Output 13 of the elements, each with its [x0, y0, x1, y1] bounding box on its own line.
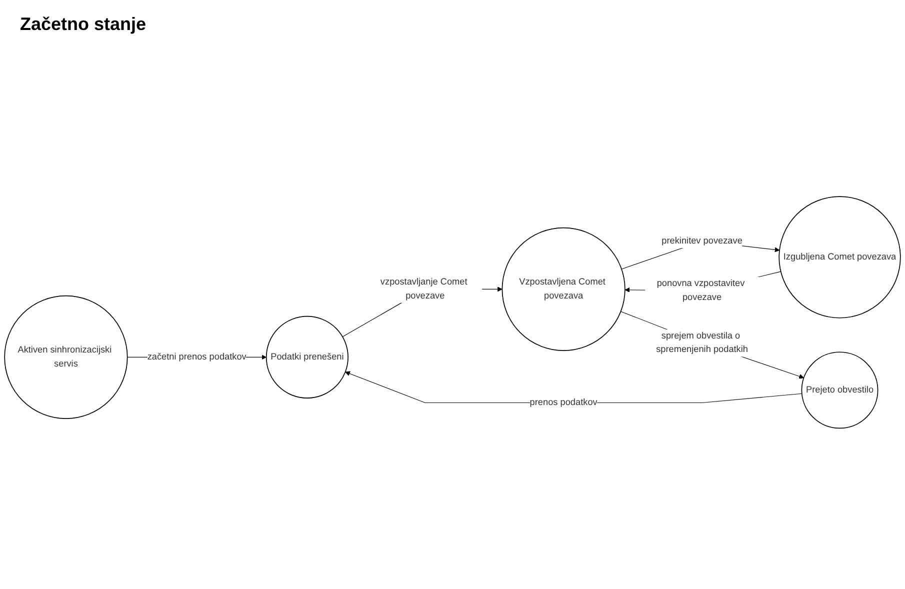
edge-label: vzpostavljanje Comet povezave: [380, 277, 468, 301]
edge-label: sprejem obvestila o spremenjenih podatkih: [656, 331, 748, 355]
node-circle: Izgubljena Comet povezava: [778, 196, 901, 318]
edge-label: začetni prenos podatkov: [147, 352, 246, 362]
edge-label: prekinitev povezave: [662, 236, 742, 246]
arrow: [620, 311, 804, 379]
edge-label: prenos podatkov: [530, 398, 598, 408]
node-circle: Prejeto obvestilo: [801, 352, 878, 429]
state-caption: Začetno stanje: [20, 14, 146, 35]
node-circle: Aktiven sinhronizacijski servis: [4, 296, 128, 420]
node-circle: Vzpostavljena Comet povezava: [502, 227, 626, 352]
node-circle: Podatki prenešeni: [266, 316, 348, 399]
edge-label: ponovna vzpostavitev povezave: [656, 278, 745, 302]
